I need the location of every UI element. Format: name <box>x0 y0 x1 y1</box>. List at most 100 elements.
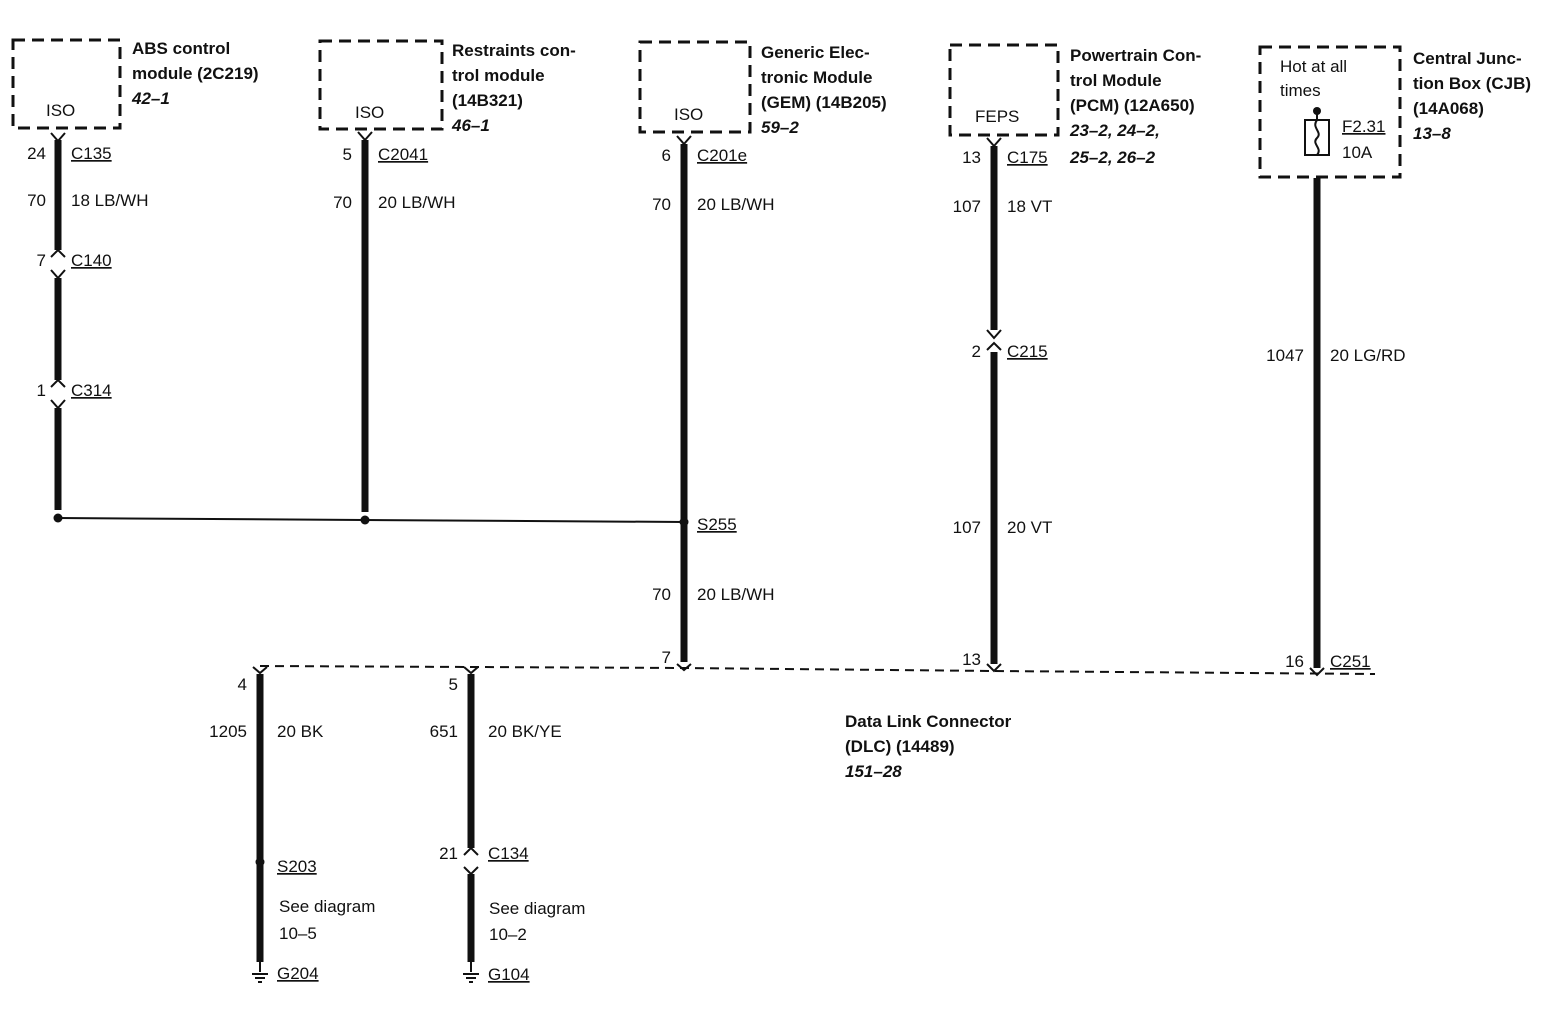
gem-wire-color: 20 LB/WH <box>697 195 774 214</box>
c251-label: C251 <box>1330 652 1371 671</box>
abs-title-line-2: module (2C219) <box>132 64 259 83</box>
g204-wire-color: 20 BK <box>277 722 324 741</box>
gem-circuit: 70 <box>652 195 671 214</box>
c134-pin: 21 <box>439 844 458 863</box>
connector-c135-symbol <box>50 132 66 143</box>
connector-c175-symbol <box>986 137 1002 148</box>
ground-icon <box>463 962 479 983</box>
rcm-title-line-3: (14B321) <box>452 91 523 110</box>
g104-see-line-1: See diagram <box>489 899 585 918</box>
connector-c314-symbol <box>50 378 66 410</box>
cjb-title-line-3: (14A068) <box>1413 99 1484 118</box>
c2041-label: C2041 <box>378 145 428 164</box>
pcm-module-box <box>948 43 1060 137</box>
dlc-pin-7: 7 <box>662 648 671 667</box>
connector-c201e-symbol <box>676 135 692 146</box>
rcm-title-line-1: Restraints con- <box>452 41 576 60</box>
gem-title-line-2: tronic Module <box>761 68 872 87</box>
cjb-fuse-id: F2.31 <box>1342 117 1385 136</box>
connector-c134-symbol <box>463 846 479 876</box>
rcm-title-line-2: trol module <box>452 66 545 85</box>
dlc-pin-4-symbol <box>252 666 268 675</box>
pcm-module: FEPS Powertrain Con- trol Module (PCM) (… <box>948 43 1201 167</box>
pcm-wire-color-2: 20 VT <box>1007 518 1052 537</box>
cjb-module-box <box>1258 45 1402 179</box>
connector-c251-symbol <box>1309 667 1325 677</box>
c140-label: C140 <box>71 251 112 270</box>
cjb-fuse-rating: 10A <box>1342 143 1373 162</box>
pcm-wire: 13 C175 107 18 VT 2 C215 107 20 VT 13 <box>953 137 1052 673</box>
pcm-ref-line-2: 25–2, 26–2 <box>1069 148 1156 167</box>
rcm-circuit: 70 <box>333 193 352 212</box>
cjb-title-line-1: Central Junc- <box>1413 49 1522 68</box>
dlc-dashed-line <box>259 665 1376 675</box>
dlc-pin-13: 13 <box>962 650 981 669</box>
cjb-inner-line-2: times <box>1280 81 1321 100</box>
c135-pin: 24 <box>27 144 46 163</box>
dlc-title-line-2: (DLC) (14489) <box>845 737 955 756</box>
connector-c140-symbol <box>50 248 66 280</box>
pcm-circuit: 107 <box>953 197 981 216</box>
fuse-icon <box>1304 107 1330 156</box>
g204-see-line-2: 10–5 <box>279 924 317 943</box>
abs-wire-color: 18 LB/WH <box>71 191 148 210</box>
rcm-module-box <box>318 39 444 131</box>
dlc-pin-13-symbol <box>986 663 1002 673</box>
gem-wire: 6 C201e 70 20 LB/WH S255 70 20 LB/WH 7 <box>652 135 774 672</box>
connector-c215-symbol <box>986 329 1002 351</box>
dlc-pin-4: 4 <box>238 675 247 694</box>
cjb-circuit: 1047 <box>1266 346 1304 365</box>
pcm-title-line-1: Powertrain Con- <box>1070 46 1201 65</box>
dlc-pin-16: 16 <box>1285 652 1304 671</box>
dlc-pin-5: 5 <box>449 675 458 694</box>
ground-icon <box>252 962 268 983</box>
gem-circuit-2: 70 <box>652 585 671 604</box>
s203-label: S203 <box>277 857 317 876</box>
pcm-title-line-3: (PCM) (12A650) <box>1070 96 1195 115</box>
g204-see-line-1: See diagram <box>279 897 375 916</box>
g104-label: G104 <box>488 965 530 984</box>
splice-s255-dot <box>679 517 689 527</box>
g204-circuit: 1205 <box>209 722 247 741</box>
c201e-label: C201e <box>697 146 747 165</box>
ground-branch-g204: 4 1205 20 BK S203 See diagram 10–5 G204 <box>209 666 375 983</box>
gem-module: ISO Generic Elec- tronic Module (GEM) (1… <box>638 40 887 137</box>
rcm-ref: 46–1 <box>451 116 490 135</box>
ground-branch-g104: 5 651 20 BK/YE 21 C134 See diagram 10–2 … <box>430 666 585 984</box>
gem-title-line-1: Generic Elec- <box>761 43 870 62</box>
dlc-ref: 151–28 <box>845 762 902 781</box>
cjb-title-line-2: tion Box (CJB) <box>1413 74 1531 93</box>
s255-label: S255 <box>697 515 737 534</box>
rcm-inner-label: ISO <box>355 103 384 122</box>
splice-dot-abs <box>53 513 63 523</box>
pcm-ref-line-1: 23–2, 24–2, <box>1069 121 1160 140</box>
gem-ref: 59–2 <box>761 118 799 137</box>
cjb-wire: 1047 20 LG/RD 16 C251 <box>1266 178 1406 677</box>
rcm-module: ISO Restraints con- trol module (14B321)… <box>318 39 576 135</box>
abs-circuit: 70 <box>27 191 46 210</box>
cjb-module: Hot at all times F2.31 10A Central Junc-… <box>1258 45 1531 179</box>
g104-circuit: 651 <box>430 722 458 741</box>
gem-title-line-3: (GEM) (14B205) <box>761 93 887 112</box>
gem-wire-color-2: 20 LB/WH <box>697 585 774 604</box>
dlc-pin-5-symbol <box>463 666 479 675</box>
connector-c2041-symbol <box>357 131 373 142</box>
splice-dot-rcm <box>360 515 370 525</box>
abs-title-line-1: ABS control <box>132 39 230 58</box>
rcm-wire-color: 20 LB/WH <box>378 193 455 212</box>
c135-label: C135 <box>71 144 112 163</box>
abs-wire: 24 C135 70 18 LB/WH 7 C140 1 C314 <box>27 132 148 510</box>
cjb-wire-color: 20 LG/RD <box>1330 346 1406 365</box>
c215-pin: 2 <box>972 342 981 361</box>
cjb-ref: 13–8 <box>1413 124 1451 143</box>
c2041-pin: 5 <box>343 145 352 164</box>
pcm-wire-color: 18 VT <box>1007 197 1052 216</box>
g204-label: G204 <box>277 964 319 983</box>
splice-s203-dot <box>255 857 265 867</box>
c201e-pin: 6 <box>662 146 671 165</box>
abs-ref: 42–1 <box>131 89 170 108</box>
pcm-title-line-2: trol Module <box>1070 71 1162 90</box>
dlc-pin-7-symbol <box>676 663 692 672</box>
c314-pin: 1 <box>37 381 46 400</box>
